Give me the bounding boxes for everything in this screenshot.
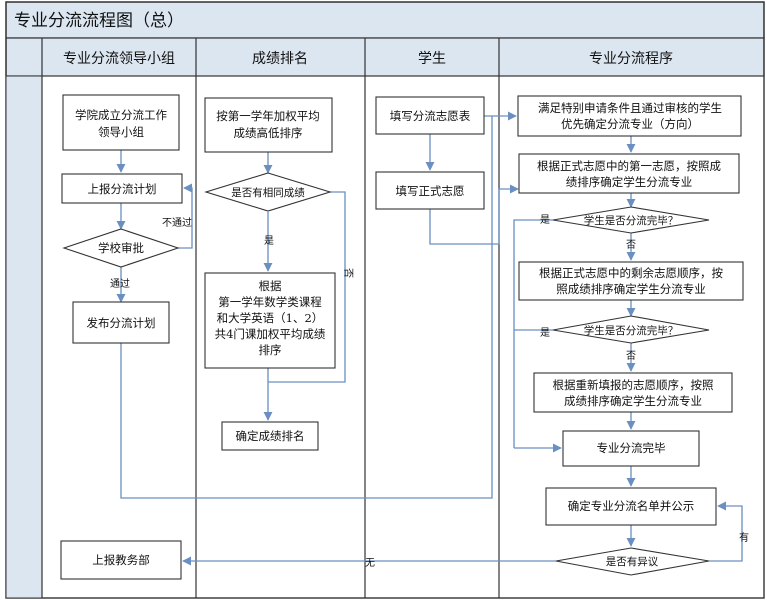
refill-box <box>533 372 733 413</box>
fill-wish-box <box>375 96 485 135</box>
arrow-fail-back <box>178 183 193 249</box>
done-q2-text: 学生是否分流完毕？ <box>584 324 679 337</box>
rest-choice-line-1: 根据正式志愿中的剩余志愿顺序，按 <box>539 266 723 280</box>
yes-label-q2: 是 <box>540 327 550 339</box>
arrow-objection-yes <box>709 501 743 562</box>
first-year-rank-box <box>204 97 333 153</box>
course-rank-line-2: 第一学年数学类课程 <box>218 295 322 309</box>
publicize-text: 确定专业分流名单并公示 <box>568 499 695 513</box>
line-q1-yes <box>513 219 553 448</box>
approve-text: 学校审批 <box>98 241 144 255</box>
complete-text: 专业分流完毕 <box>597 441 666 455</box>
complete-box <box>562 430 700 467</box>
lane-header-bar <box>5 37 765 77</box>
same-score-text: 是否有相同成绩 <box>231 186 305 199</box>
lane-header-student: 学生 <box>418 51 446 67</box>
first-year-line-2: 成绩高低排序 <box>234 126 303 140</box>
diagram-title: 专业分流流程图（总） <box>14 11 184 31</box>
establish-line-2: 领导小组 <box>98 125 144 139</box>
yes-label-q1: 是 <box>540 214 550 226</box>
first-choice-line-2: 绩排序确定学生分流专业 <box>566 175 693 189</box>
report-plan-box <box>61 173 183 204</box>
confirm-rank-text: 确定成绩排名 <box>236 429 305 443</box>
lane-header-leader: 专业分流领导小组 <box>63 51 175 67</box>
yes-label-ranking: 是 <box>264 235 274 247</box>
done-diamond-2 <box>552 315 710 344</box>
course-rank-box <box>204 272 336 369</box>
confirm-rank-box <box>221 421 319 451</box>
fill-formal-text: 填写正式志愿 <box>396 184 465 198</box>
no-label-q2: 否 <box>626 350 636 362</box>
no-label-ranking: 否 <box>342 268 354 278</box>
first-year-line-1: 按第一学年加权平均 <box>216 109 320 123</box>
fail-label: 不通过 <box>162 216 192 229</box>
special-line-2: 优先确定分流专业（方向） <box>561 117 699 131</box>
establish-line-1: 学院成立分流工作 <box>75 108 167 122</box>
lane-header-ranking: 成绩排名 <box>252 51 308 67</box>
report-plan-text: 上报分流计划 <box>88 182 157 196</box>
refill-line-1: 根据重新填报的志愿顺序，按照 <box>553 378 714 392</box>
same-score-diamond <box>204 172 332 212</box>
has-label: 有 <box>739 531 749 544</box>
course-rank-line-3: 和大学英语（1、2） <box>217 311 324 325</box>
pass-label: 通过 <box>110 277 130 290</box>
none-label: 无 <box>365 558 375 569</box>
course-rank-line-5: 排序 <box>259 343 282 357</box>
title-bar <box>5 1 765 39</box>
done-diamond-1 <box>552 206 710 234</box>
publicize-box <box>545 487 717 526</box>
objection-diamond <box>555 547 710 576</box>
fill-wish-text: 填写分流志愿表 <box>390 109 471 123</box>
done-q1-text: 学生是否分流完毕？ <box>584 214 679 227</box>
first-choice-box <box>518 153 740 194</box>
line-no-bypass <box>268 191 346 383</box>
no-label-q1: 否 <box>626 239 636 251</box>
fill-formal-box <box>375 171 485 210</box>
establish-group-box <box>62 94 180 151</box>
line-publish-to-bus <box>120 116 493 499</box>
special-line-1: 满足特别申请条件且通过审核的学生 <box>538 101 722 115</box>
refill-line-2: 成绩排序确定学生分流专业 <box>564 394 702 408</box>
course-rank-line-4: 共4门课加权平均成绩 <box>215 327 326 341</box>
rest-choice-box <box>518 261 744 301</box>
special-apply-box <box>517 95 742 137</box>
lane-header-procedure: 专业分流程序 <box>589 51 673 67</box>
publish-plan-box <box>72 301 170 344</box>
rest-choice-line-2: 照成绩排序确定学生分流专业 <box>556 282 706 296</box>
course-rank-line-1: 根据 <box>259 279 282 293</box>
publish-plan-text: 发布分流计划 <box>87 316 156 330</box>
objection-text: 是否有异议 <box>606 555 659 568</box>
left-gutter <box>5 75 43 599</box>
report-office-box <box>60 540 182 580</box>
approve-diamond <box>62 228 180 268</box>
first-choice-line-1: 根据正式志愿中的第一志愿，按照成 <box>537 159 721 173</box>
line-formal-to-procedure <box>429 184 519 245</box>
report-office-text: 上报教务部 <box>92 553 150 567</box>
